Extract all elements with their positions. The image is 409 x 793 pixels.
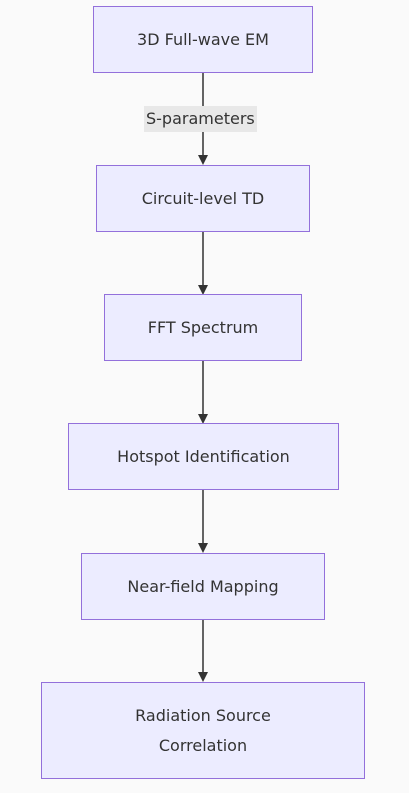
node-circuit-level-td-label: Circuit-level TD bbox=[141, 188, 265, 208]
node-hotspot-identification-label: Hotspot Identification bbox=[117, 446, 290, 466]
node-near-field-mapping-label: Near-field Mapping bbox=[127, 576, 279, 596]
node-3d-full-wave-em: 3D Full-wave EM bbox=[93, 6, 313, 73]
node-fft-spectrum: FFT Spectrum bbox=[104, 294, 302, 361]
node-hotspot-identification: Hotspot Identification bbox=[68, 423, 339, 490]
node-radiation-source-correlation-line-2: Correlation bbox=[158, 735, 248, 755]
edge-label-s-parameters: S-parameters bbox=[144, 106, 257, 132]
node-near-field-mapping: Near-field Mapping bbox=[81, 553, 325, 620]
node-circuit-level-td: Circuit-level TD bbox=[96, 165, 310, 232]
node-radiation-source-correlation-line-1: Radiation Source bbox=[135, 705, 271, 725]
node-3d-full-wave-em-label: 3D Full-wave EM bbox=[137, 29, 269, 49]
node-fft-spectrum-label: FFT Spectrum bbox=[147, 317, 259, 337]
node-radiation-source-correlation: Radiation Source Correlation bbox=[41, 682, 365, 779]
